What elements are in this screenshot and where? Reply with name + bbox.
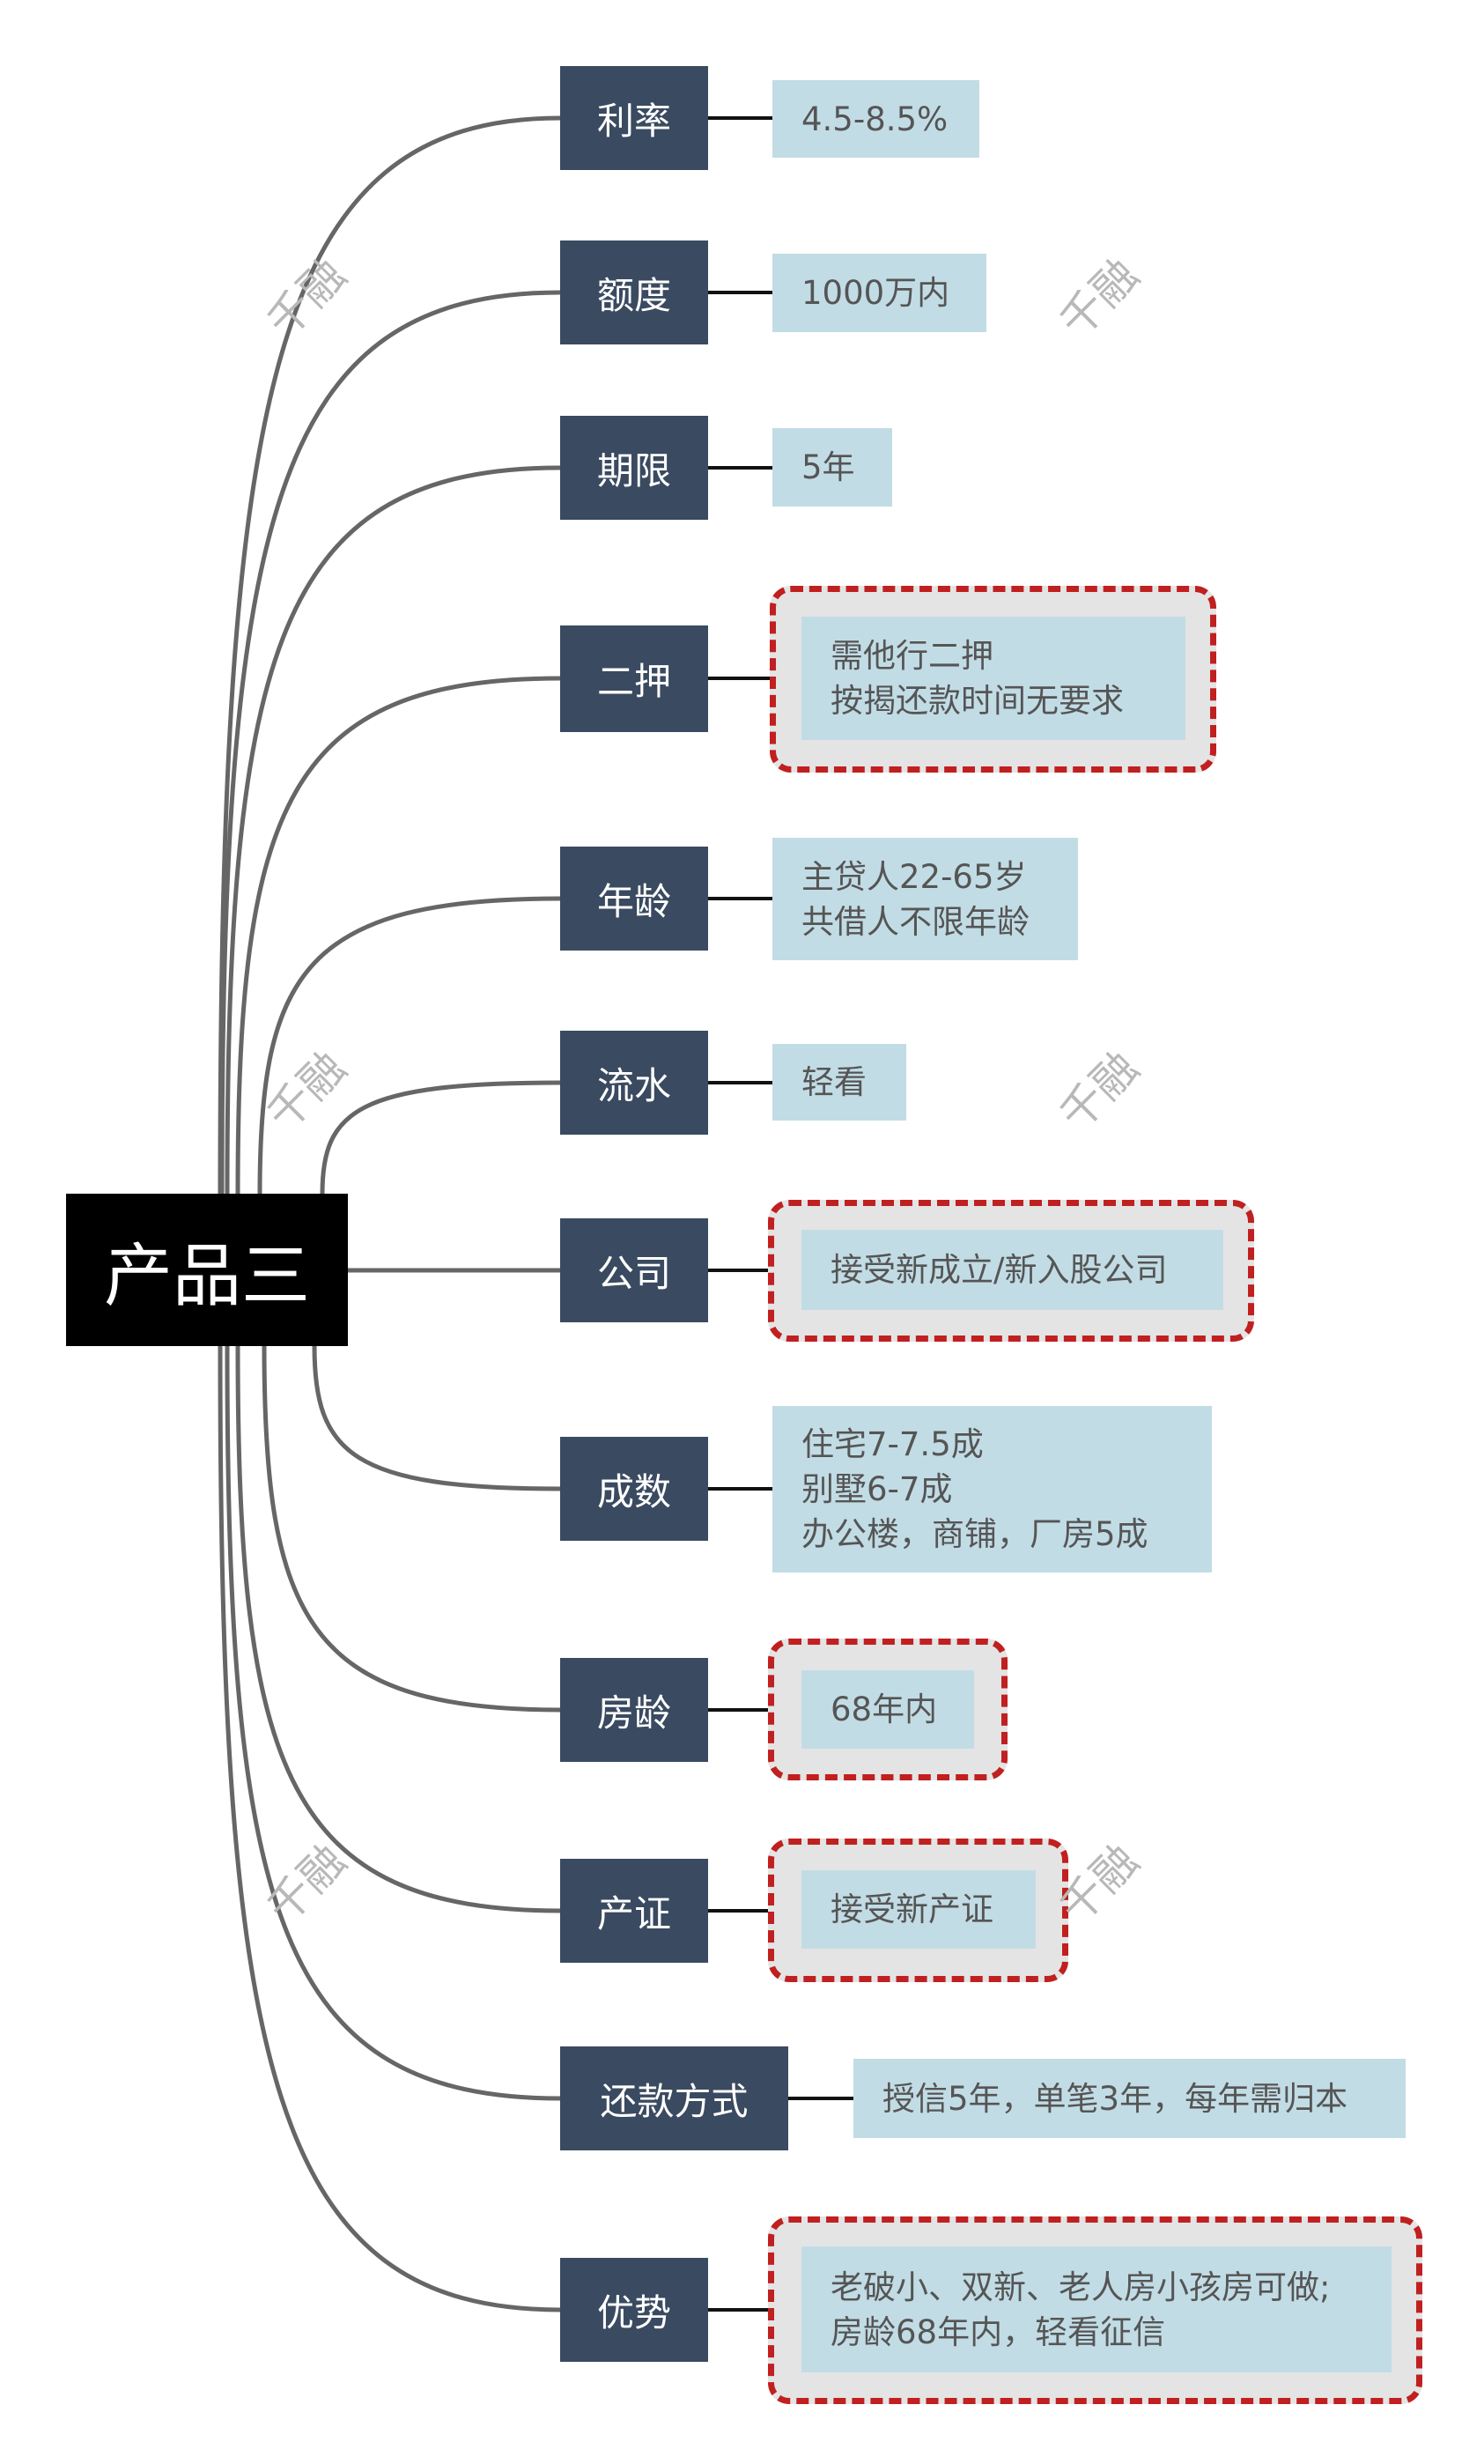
branch-node[interactable]: 成数	[560, 1437, 708, 1541]
detail-text: 需他行二押	[831, 637, 993, 675]
detail-node[interactable]: 需他行二押按揭还款时间无要求	[801, 617, 1185, 740]
detail-text: 共借人不限年龄	[801, 902, 1030, 941]
detail-text: 按揭还款时间无要求	[831, 682, 1124, 720]
detail-text: 主贷人22-65岁	[801, 857, 1027, 896]
detail-text: 住宅7-7.5成	[801, 1425, 984, 1463]
detail-node[interactable]: 轻看	[772, 1044, 906, 1121]
detail-node[interactable]: 接受新产证	[801, 1870, 1036, 1949]
detail-text: 房龄68年内，轻看征信	[831, 2312, 1166, 2351]
detail-text: 授信5年，单笔3年，每年需归本	[882, 2079, 1348, 2118]
detail-text: 1000万内	[801, 274, 950, 312]
detail-node[interactable]: 主贷人22-65岁共借人不限年龄	[772, 838, 1078, 960]
detail-text: 别墅6-7成	[801, 1470, 953, 1508]
detail-text: 4.5-8.5%	[801, 100, 949, 138]
branch-node[interactable]: 期限	[560, 416, 708, 520]
branch-node[interactable]: 房龄	[560, 1658, 708, 1762]
branch-connector	[218, 115, 561, 1195]
branch-node[interactable]: 还款方式	[560, 2046, 788, 2150]
detail-text: 68年内	[831, 1691, 938, 1728]
branch-connector	[225, 465, 561, 1195]
detail-node[interactable]: 5年	[772, 428, 892, 507]
branch-connector	[219, 290, 561, 1195]
branch-node[interactable]: 年龄	[560, 847, 708, 951]
branch-node[interactable]: 二押	[560, 625, 708, 732]
branch-connector	[225, 1345, 561, 2101]
detail-node[interactable]: 授信5年，单笔3年，每年需归本	[853, 2059, 1406, 2138]
branch-connector	[312, 1345, 561, 1491]
branch-connector	[235, 676, 561, 1195]
detail-text: 5年	[801, 448, 855, 486]
detail-text: 老破小、双新、老人房小孩房可做;	[831, 2268, 1331, 2306]
branch-node[interactable]: 利率	[560, 66, 708, 170]
detail-node[interactable]: 68年内	[801, 1670, 974, 1749]
branch-node[interactable]: 公司	[560, 1218, 708, 1322]
detail-node[interactable]: 老破小、双新、老人房小孩房可做; 房龄68年内，轻看征信	[801, 2246, 1392, 2372]
detail-node[interactable]: 4.5-8.5%	[772, 80, 979, 158]
branch-connector	[262, 1345, 561, 1713]
detail-node[interactable]: 住宅7-7.5成别墅6-7成办公楼，商铺，厂房5成	[772, 1406, 1212, 1572]
branch-connector	[218, 1345, 561, 2312]
branch-node[interactable]: 优势	[560, 2258, 708, 2362]
detail-node[interactable]: 接受新成立/新入股公司	[801, 1230, 1223, 1310]
branch-node[interactable]: 产证	[560, 1859, 708, 1963]
detail-text: 轻看	[801, 1063, 867, 1101]
detail-text: 接受新成立/新入股公司	[831, 1251, 1168, 1289]
detail-text: 办公楼，商铺，厂房5成	[801, 1515, 1148, 1553]
branch-node[interactable]: 流水	[560, 1031, 708, 1135]
detail-text: 接受新产证	[831, 1891, 993, 1928]
branch-connector	[257, 896, 561, 1195]
branch-connector	[320, 1080, 561, 1195]
branch-connector	[235, 1345, 561, 1913]
detail-node[interactable]: 1000万内	[772, 254, 986, 332]
branch-node[interactable]: 额度	[560, 240, 708, 344]
root-node[interactable]: 产品三	[66, 1194, 348, 1346]
